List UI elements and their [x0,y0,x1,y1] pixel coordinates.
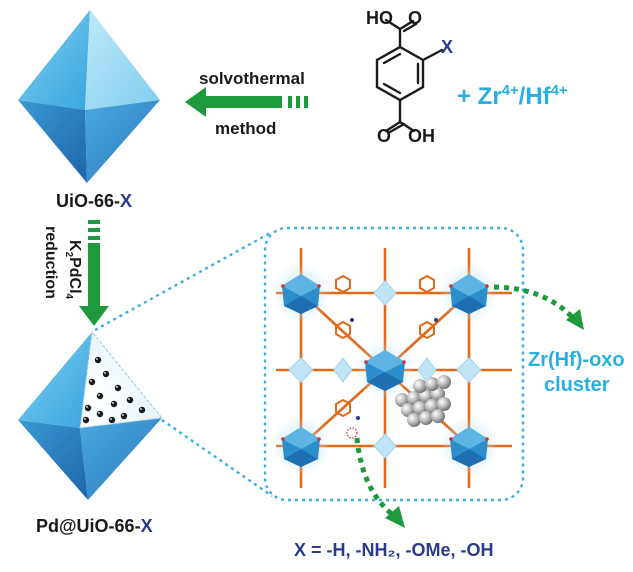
substituent-callout-arrow [354,437,405,528]
pd-uio66-x-label: Pd@UiO-66-X [36,516,153,536]
metal-ions-label: + Zr4+/Hf4+ [457,83,568,110]
cluster-callout-arrow [493,284,584,330]
substituents-label: X = -H, -NH₂, -OMe, -OH [294,540,494,560]
ligand-top-acid: HO [366,8,393,28]
uio66-octahedron [18,10,160,183]
cluster-label-line2: cluster [544,374,610,396]
reduction-label: reduction [42,226,59,299]
zoom-lines [94,230,273,497]
functional-group-marker [346,427,358,439]
solvothermal-arrow [185,87,308,117]
pd-particle-cluster [395,375,451,427]
ligand-substituent: X [441,37,454,57]
solvothermal-label: solvothermal [199,69,305,88]
ligand-bottom-oxygen: O [377,126,392,146]
ligand-top-oxygen: O [408,8,423,28]
cluster-label-line1: Zr(Hf)-oxo [528,349,625,371]
ligand-bottom-acid: OH [408,126,435,146]
zr-clusters [282,274,488,467]
uio66-x-label: UiO-66-X [56,191,133,211]
k2pdcl4-label: K2PdCl4 [62,240,83,300]
ligand-structure [375,18,444,134]
reduction-arrow [79,220,109,326]
pd-uio66-octahedron [18,330,163,500]
method-label: method [215,119,277,138]
edge-nodes [288,280,482,459]
framework-zoom [263,226,525,502]
